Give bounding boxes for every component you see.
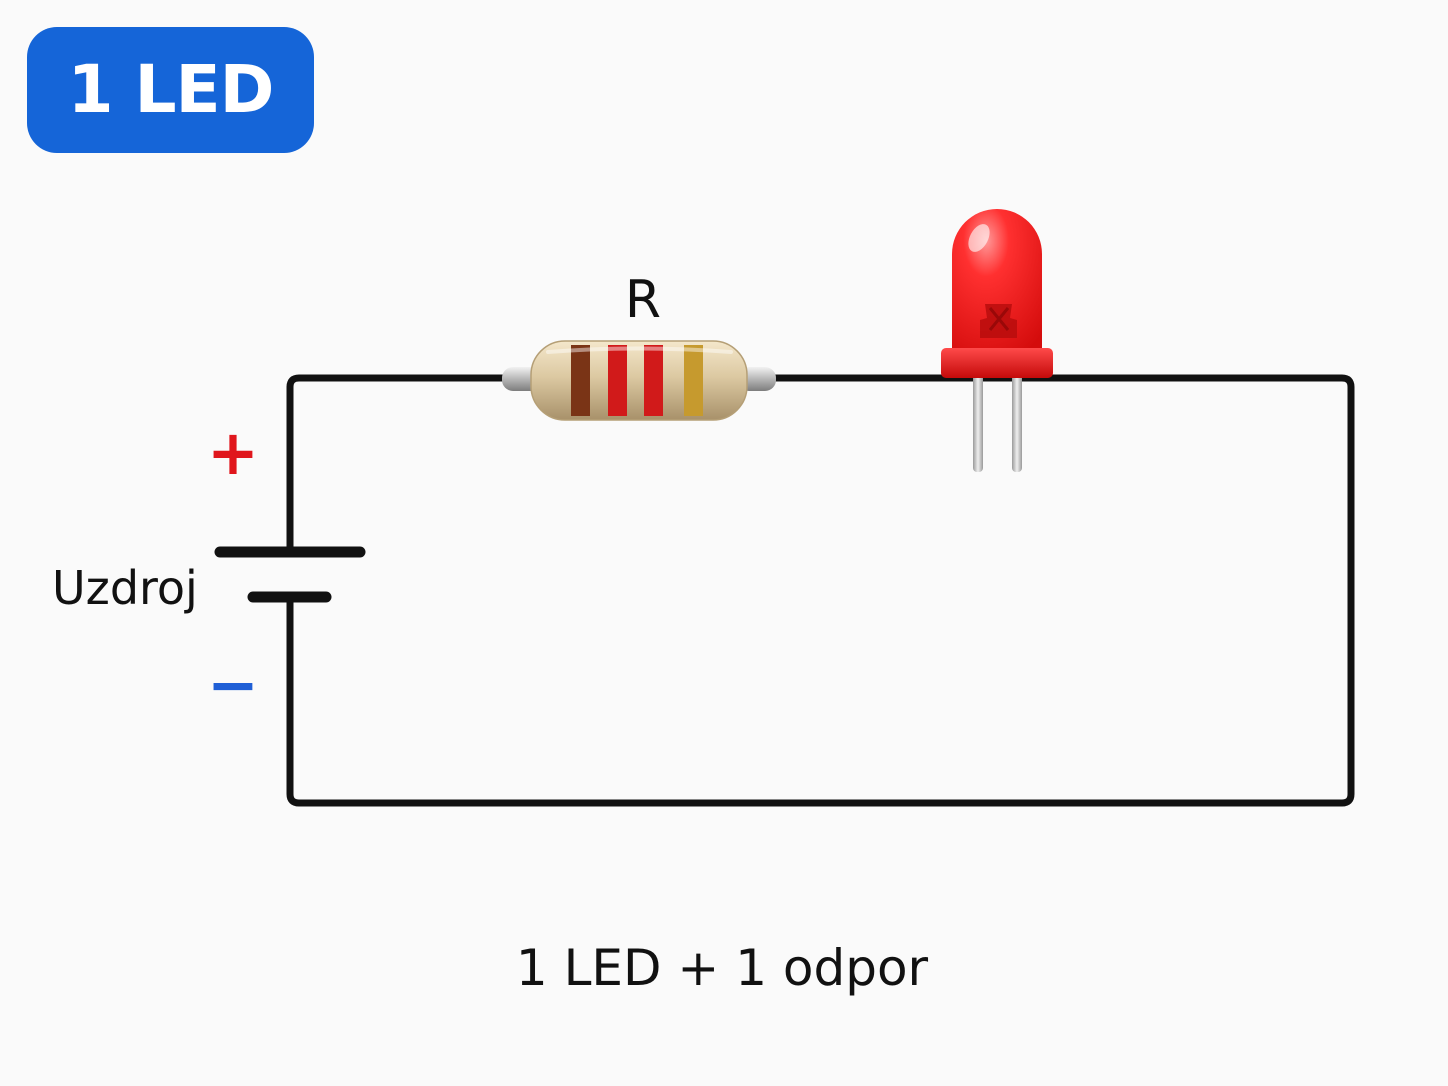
minus-symbol: −	[207, 648, 259, 721]
badge-label: 1 LED	[67, 51, 275, 128]
resistor-band-1	[571, 345, 590, 416]
resistor-label: R	[625, 270, 661, 330]
led-leg-right	[1012, 372, 1022, 472]
resistor-icon	[502, 340, 776, 421]
led-highlight	[968, 224, 990, 252]
red-led-icon	[941, 209, 1053, 472]
resistor-band-4	[684, 345, 703, 416]
led-anvil-wire	[988, 307, 1010, 331]
resistor-band-3	[644, 345, 663, 416]
caption: 1 LED + 1 odpor	[516, 939, 929, 997]
resistor-highlight	[546, 346, 733, 354]
led-leg-left	[973, 372, 983, 472]
circuit-wire	[286, 374, 1355, 807]
source-label: Uzdroj	[52, 561, 198, 615]
resistor-band-2	[608, 345, 627, 416]
title-badge: 1 LED	[27, 27, 314, 153]
led-rim	[941, 348, 1053, 378]
plus-symbol: +	[207, 416, 259, 489]
battery-symbol-icon	[214, 546, 366, 603]
